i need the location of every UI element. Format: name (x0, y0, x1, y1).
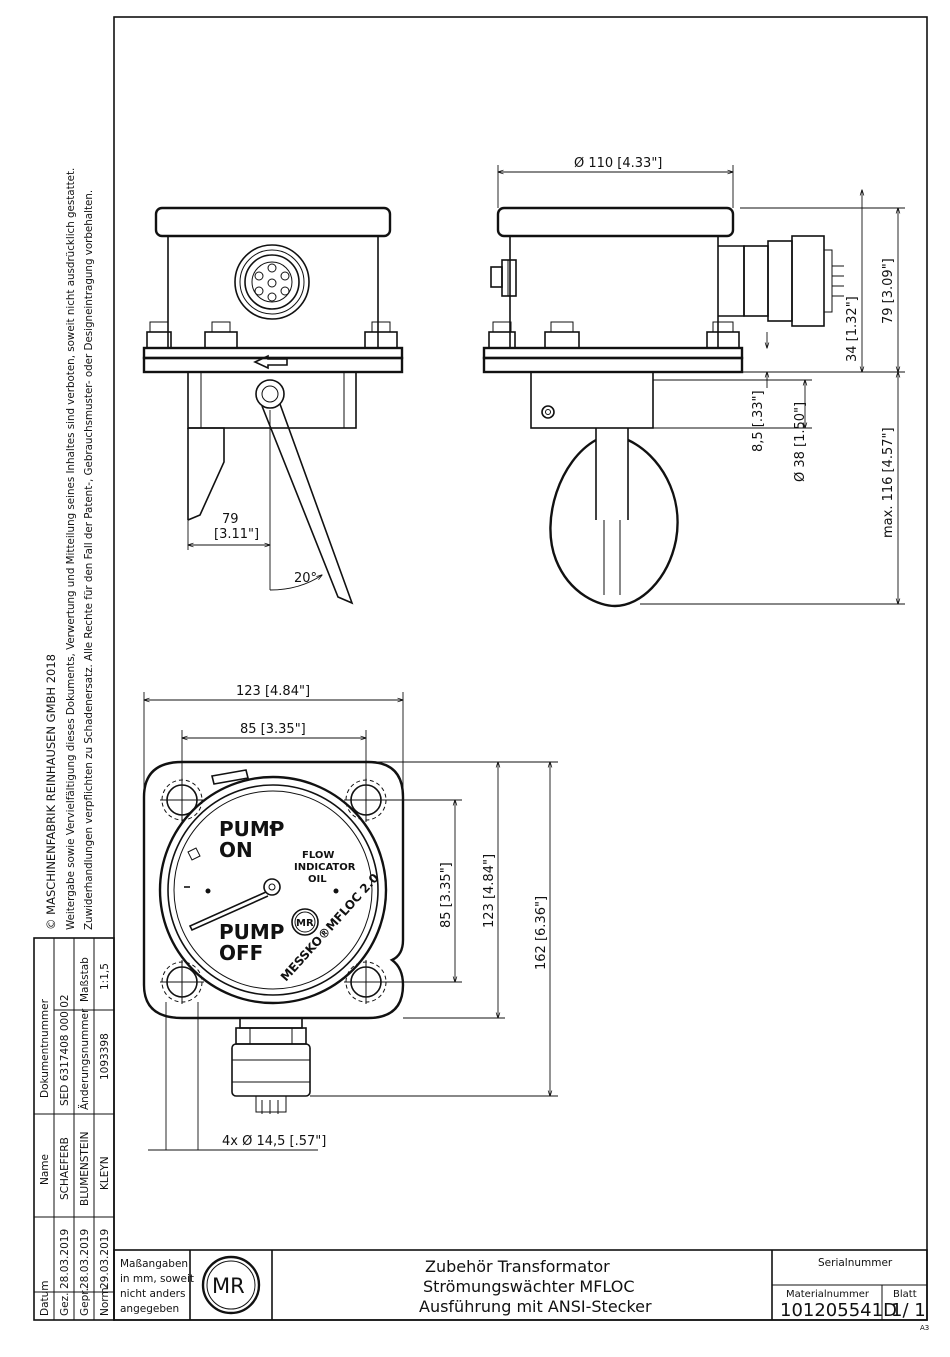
dim-width-123-label: 123 [4.84"] (236, 684, 310, 699)
copyright-line-3: Zuwiderhandlungen verpflichten zu Schade… (83, 190, 95, 930)
copyright-notice: © MASCHINENFABRIK REINHAUSEN GMBH 2018 W… (44, 168, 95, 930)
dim-width-85-label: 85 [3.35"] (240, 722, 306, 737)
name-gepr: BLUMENSTEIN (79, 1132, 91, 1206)
dim-height-34-label: 34 [1.32"] (845, 296, 860, 362)
dim-max-116-label: max. 116 [4.57"] (881, 427, 896, 538)
dim-height-79-label: 79 [3.09"] (881, 258, 896, 324)
title-line-2: Strömungswächter MFLOC (423, 1277, 635, 1296)
name-gez: SCHAEFERB (59, 1137, 71, 1200)
aenderungsnummer-label: Änderungsnummer (78, 1008, 91, 1110)
dim-vertical-123-label: 123 [4.84"] (482, 854, 497, 928)
blatt-value: 1/ 1 (891, 1300, 926, 1321)
dim-diameter-110-label: Ø 110 [4.33"] (574, 156, 662, 171)
date-gepr: 28.03.2019 (79, 1229, 91, 1289)
dim-79-inch-label: [3.11"] (214, 527, 259, 542)
dim-vertical-162-label: 162 [6.36"] (534, 896, 549, 970)
dim-79-label: 79 (222, 512, 239, 527)
materialnummer-label: Materialnummer (786, 1289, 870, 1300)
mr-logo-text: MR (212, 1274, 245, 1298)
date-gez: 28.03.2019 (59, 1229, 71, 1289)
gauge-flow-3: OIL (308, 874, 327, 885)
dim-vertical-85-label: 85 [3.35"] (439, 862, 454, 928)
blatt-label: Blatt (893, 1289, 917, 1300)
note-line-4: angegeben (120, 1303, 179, 1315)
row-gez: Gez. (59, 1293, 71, 1316)
gauge-logo: MR (296, 918, 314, 929)
aenderungsnummer-value: 1093398 (99, 1033, 111, 1080)
top-view: PUMP ON PUMP OFF FLOW INDICATOR OIL MESS… (142, 684, 558, 1151)
row-norm: Norm. (99, 1284, 111, 1316)
gauge-pump-off-2: OFF (219, 941, 263, 965)
dim-8-5-label: 8,5 [.33"] (751, 390, 766, 452)
gauge-pump-off-1: PUMP (219, 920, 284, 944)
copyright-line-1: © MASCHINENFABRIK REINHAUSEN GMBH 2018 (44, 654, 58, 930)
dokumentnummer-value: SED 6317408 000 02 (59, 994, 71, 1106)
dim-diameter-38-label: Ø 38 [1.50"] (793, 402, 808, 482)
date-norm: 29.03.2019 (99, 1229, 111, 1289)
front-view: 79 [3.11"] 20° (142, 206, 404, 605)
massstab-label: Maßstab (79, 957, 91, 1002)
revision-strip: Datum Gez. Gepr. Norm. 28.03.2019 28.03.… (33, 937, 115, 1321)
header-dokumentnummer: Dokumentnummer (39, 998, 51, 1098)
title-line-1: Zubehör Transformator (425, 1257, 610, 1276)
format-label: A3 (920, 1324, 929, 1332)
drawing-frame (113, 16, 928, 1321)
note-line-1: Maßangaben (120, 1258, 188, 1270)
header-name: Name (39, 1154, 51, 1185)
gauge-pump-on-1: PUMP (219, 817, 284, 841)
holes-callout-label: 4x Ø 14,5 [.57"] (222, 1134, 326, 1149)
header-datum: Datum (39, 1280, 51, 1316)
angle-label: 20° (294, 571, 317, 586)
serialnummer-label: Serialnummer (818, 1257, 893, 1269)
gauge-pump-on-2: ON (219, 838, 253, 862)
copyright-line-2: Weitergabe sowie Vervielfältigung dieses… (65, 168, 77, 930)
row-gepr: Gepr. (79, 1288, 91, 1316)
note-line-2: in mm, soweit (120, 1273, 194, 1285)
side-view: Ø 110 [4.33"] 79 [3.09"] 34 [1.32"] 8,5 … (482, 156, 905, 608)
gauge-flow-1: FLOW (302, 850, 334, 861)
title-line-3: Ausführung mit ANSI-Stecker (419, 1297, 652, 1316)
gauge-flow-2: INDICATOR (294, 862, 356, 873)
mr-logo-icon (201, 1255, 261, 1315)
name-norm: KLEYN (99, 1156, 111, 1190)
massstab-value: 1:1,5 (99, 963, 111, 990)
title-block: Maßangaben in mm, soweit nicht anders an… (113, 1249, 929, 1332)
materialnummer-value: 101205541D (780, 1300, 897, 1321)
note-line-3: nicht anders (120, 1288, 185, 1300)
